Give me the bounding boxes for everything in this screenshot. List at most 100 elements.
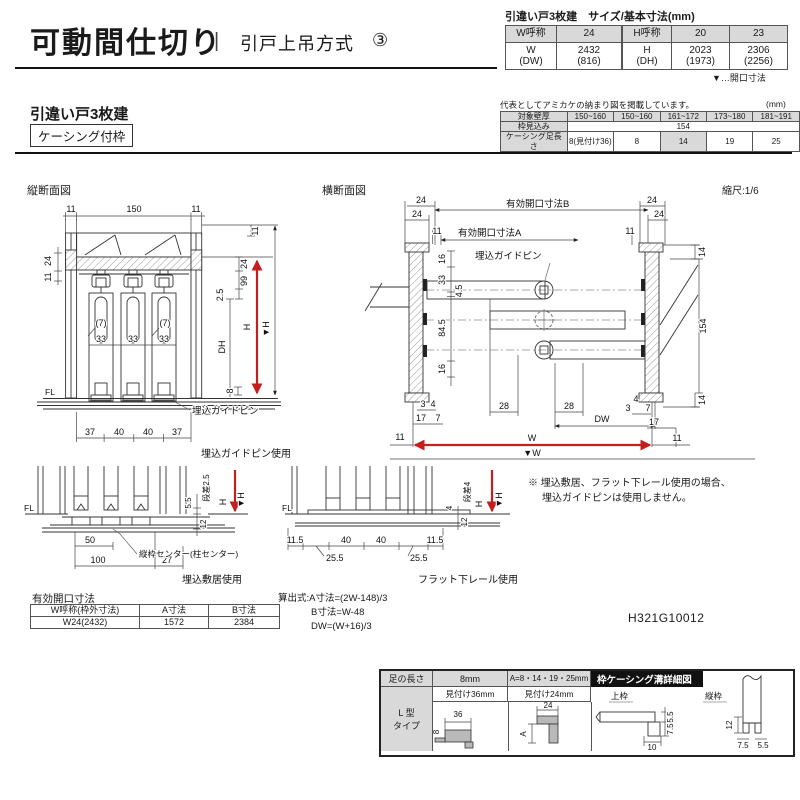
header-separator: | <box>214 30 220 52</box>
wall-r2-val: 154 <box>566 121 800 133</box>
detail-c4-header: 枠ケーシング溝詳細図 <box>591 671 703 687</box>
hsec-br3: 3 <box>625 403 630 413</box>
h-size-h1: H呼称 <box>622 25 672 43</box>
vsec-33b: 33 <box>128 334 138 344</box>
detail-t10: 10 <box>648 743 657 752</box>
vsec-40a: 40 <box>114 427 124 437</box>
hsec-openB-label: 有効開口寸法B <box>506 198 569 210</box>
sill-bottom-dims <box>74 532 184 569</box>
hsec-dw: DW <box>595 414 610 424</box>
page-title: 可動間仕切り <box>30 27 222 60</box>
vsec-8: 8 <box>225 388 235 393</box>
wall-r1-label: 対象壁厚 <box>500 110 568 123</box>
detail-A: A <box>519 731 528 737</box>
vsec-37r: 37 <box>172 427 182 437</box>
scale-note: 縮尺:1/6 <box>722 186 759 197</box>
flat-115l: 11.5 <box>287 535 304 545</box>
vsec-r24: 24 <box>239 259 249 269</box>
sill-floor <box>25 513 248 533</box>
hsec-pin-label: 埋込ガイドピン <box>475 251 542 262</box>
hsec-r24b: 24 <box>654 209 664 219</box>
h-size-r2: 2023 (1973) <box>671 42 730 70</box>
vsec-fl-label: FL <box>45 387 55 397</box>
hsec-28a: 28 <box>499 401 509 411</box>
hsec-wopen: ▼W <box>523 448 541 458</box>
wall-r2-label: 枠見込み <box>500 121 568 133</box>
sill-27: 27 <box>162 555 172 565</box>
wall-r3-c5: 25 <box>752 131 800 152</box>
hsec-bl17: 17 <box>416 413 426 423</box>
hsec-br4: 4 <box>633 394 638 404</box>
hsec-br7: 7 <box>645 403 650 413</box>
wall-r3-c3: 14 <box>659 131 708 152</box>
flat-floor <box>285 509 510 527</box>
horizontal-section-title: 横断面図 <box>322 185 366 197</box>
formula-line2: B寸法=W-48 <box>311 606 365 618</box>
opening-r2: 1572 <box>139 616 209 629</box>
vsec-r99: 99 <box>239 276 249 286</box>
flat-right-dims <box>454 506 462 530</box>
hsec-l24b: 24 <box>412 209 422 219</box>
vsec-33-dims <box>87 327 177 349</box>
size-table-title: 引違い戸3枚建 サイズ/基本寸法(mm) <box>505 11 695 23</box>
formula-line1: 算出式:A寸法=(2W-148)/3 <box>278 593 388 604</box>
hsec-28-dims <box>489 299 656 429</box>
hsec-154: 154 <box>698 318 708 333</box>
vsec-pin-leader <box>174 401 191 411</box>
wall-r1-c2: 150~160 <box>613 110 661 123</box>
flat-255r: 25.5 <box>410 553 428 563</box>
sill-right-dims <box>193 494 201 536</box>
detail-c2-sub: 見付け36mm <box>433 687 508 702</box>
hsec-bl4: 4 <box>430 399 435 409</box>
detail-c2-header: 8mm <box>433 671 508 687</box>
w-size-h2: 24 <box>556 25 622 43</box>
wall-r3-c4: 19 <box>705 131 754 152</box>
hsec-28b: 28 <box>564 401 574 411</box>
sill-100: 100 <box>90 555 105 565</box>
detail-row-label: L 型 タイプ <box>381 687 433 751</box>
flat-doors <box>291 466 433 514</box>
casing-detail-table: 足の長さ 8mm A=8・14・19・25mm L 型 タイプ 見付け36mm … <box>379 669 795 757</box>
detail-c3-sub: 見付け24mm <box>508 687 591 702</box>
vsec-usage-label: 埋込ガイドピン使用 <box>201 447 291 460</box>
hsec-45: 4.5 <box>454 285 464 298</box>
vsec-dim-left-11: 11 <box>43 272 53 281</box>
detail-c2-diagram: 36 8 <box>433 702 509 751</box>
hsec-openA-label: 有効開口寸法A <box>458 227 522 239</box>
wall-table: 対象壁厚 150~160 150~160 161~172 173~180 181… <box>500 110 800 152</box>
hsec-door-stops <box>423 279 645 357</box>
note-line1: ※ 埋込敷居、フラット下レール使用の場合、 <box>528 478 731 489</box>
sill-fl-label: FL <box>24 503 34 513</box>
vsec-gap1: (7) <box>96 318 107 328</box>
detail-side-label: 縦枠 <box>705 691 723 701</box>
opening-h2: A寸法 <box>139 604 209 617</box>
detail-s12: 12 <box>725 720 734 729</box>
section-heading: 引違い戸3枚建 <box>30 106 129 123</box>
hsec-left-wall <box>364 242 430 403</box>
casing-frame-badge: ケーシング付枠 <box>30 124 134 147</box>
vsec-h: H <box>242 324 252 331</box>
sill-h: H <box>218 499 228 506</box>
vsec-dim-11-right: 11 <box>191 204 200 214</box>
wall-r3-c2: 8 <box>613 131 661 152</box>
flat-40a: 40 <box>341 535 351 545</box>
hsec-14t: 14 <box>697 247 707 257</box>
wall-r1-c5: 181~191 <box>752 110 800 123</box>
vertical-section-drawing: 11 150 11 24 11 <box>37 203 292 461</box>
opening-table-title: 有効開口寸法 <box>32 593 95 605</box>
detail-36: 36 <box>454 710 463 719</box>
sill-step: 段差2.5 <box>201 474 211 502</box>
wall-r1-c4: 173~180 <box>705 110 754 123</box>
hsec-14b: 14 <box>697 395 707 405</box>
section-rule <box>15 152 792 154</box>
hsec-br11: 11 <box>672 433 681 443</box>
vsec-37l: 37 <box>85 427 95 437</box>
hsec-pin-leader <box>544 262 551 281</box>
wall-note: 代表としてアミカケの納まり図を掲載しています。 <box>500 100 694 110</box>
hsec-left-chain <box>447 250 455 386</box>
sill-center-leader <box>112 528 138 555</box>
h-size-table: H呼称 20 23 H (DH) 2023 (1973) 2306 (2256) <box>622 25 788 70</box>
hsec-bl7: 7 <box>435 413 440 423</box>
guide-pin-note: ※ 埋込敷居、フラット下レール使用の場合、 埋込ガイドピンは使用しません。 <box>528 476 731 506</box>
flat-fl-label: FL <box>282 503 292 513</box>
